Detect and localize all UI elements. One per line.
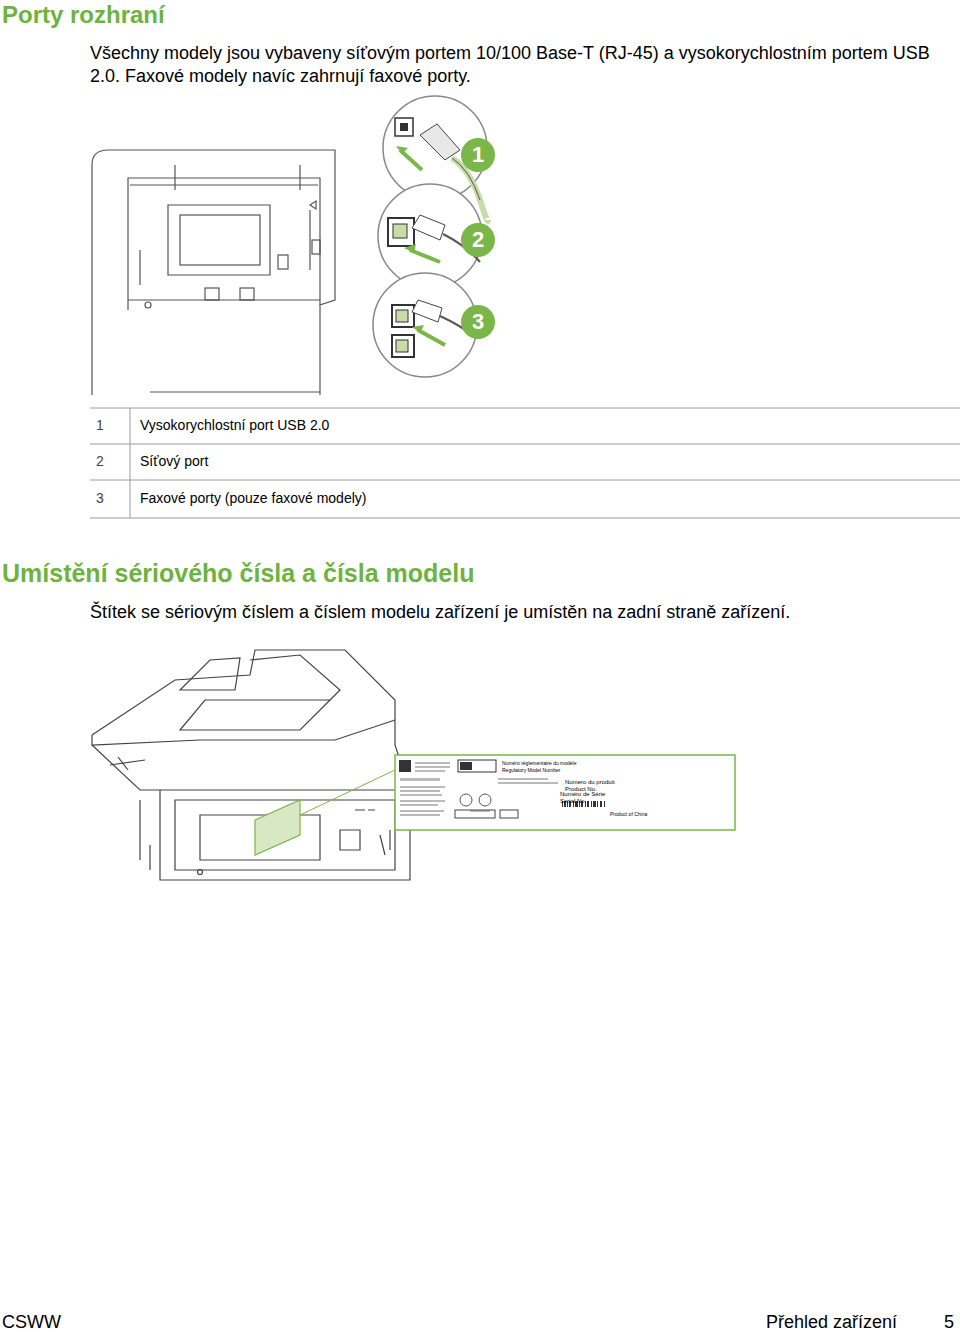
footer-rule [0,1306,960,1307]
body-paragraph: Štítek se sériovým číslem a číslem model… [90,601,790,624]
callout-text: 1 [472,144,484,166]
printer-rear [92,150,335,395]
section-heading: Umístění sériového čísla a čísla modelu [2,558,474,589]
page-number: 5 [944,1311,954,1332]
footer-text: CSWW [2,1311,61,1332]
sticker-text: Numéro réglementaire du modèle [502,761,576,767]
sticker-text: Serial No. [560,798,586,805]
callout-number: 1 [461,138,495,172]
sticker-text: Numero du produit [565,779,615,786]
callout-text: 2 [472,229,484,251]
serial-sticker [395,755,735,830]
table-number: 1 [96,417,104,435]
table-lines [90,408,960,518]
table-cell: Síťový port [140,453,208,471]
callout-number: 2 [461,223,495,257]
page-heading: Porty rozhraní [2,0,165,30]
callout-number: 3 [461,305,495,339]
table-cell: Faxové porty (pouze faxové modely) [140,490,366,508]
leader-line [300,770,395,815]
table-cell: Vysokorychlostní port USB 2.0 [140,417,329,435]
table-number: 2 [96,453,104,471]
footer-text: Přehled zařízení [766,1311,897,1332]
sticker-text: Regulatory Model Number [502,768,560,774]
table-number: 3 [96,490,104,508]
body-paragraph: Všechny modely jsou vybaveny síťovým por… [90,42,950,87]
sticker-text: Product of China [610,812,647,818]
callout-text: 3 [472,311,484,333]
sticker-text: Numéro de Série [560,791,605,798]
printer-3d [92,650,410,880]
